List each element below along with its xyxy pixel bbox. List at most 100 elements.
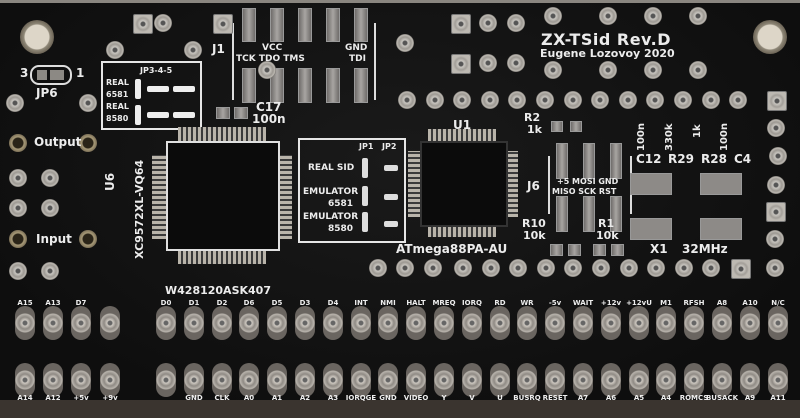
board-title: ZX-TSid Rev.D [541,30,672,49]
u6-part-label: XC9572XL-VQ64 [133,159,146,259]
j1-vcc-label: VCC [262,43,283,53]
r10-value: 10k [523,229,546,242]
j6-pad [583,196,595,232]
edge-pin-label: +5v [73,394,89,402]
edge-connector-pin [378,306,398,340]
mounting-hole-left [20,20,54,54]
board-edge-bottom [0,400,800,418]
j1-pad [242,68,256,103]
edge-connector-pin [768,363,788,397]
edge-connector-pin [212,306,232,340]
through-hole-pad [509,259,527,277]
edge-pin-label: D7 [75,299,87,307]
j1-pad [270,68,284,103]
through-hole-pad [424,259,442,277]
edge-pin-label: IORQGE [345,394,377,402]
jumper-pad [173,86,195,92]
through-hole-pad [599,61,617,79]
edge-pin-label: A4 [660,394,672,402]
board-edge-top [0,0,800,3]
edge-pin-label: +12v [600,299,622,307]
edge-connector-pin [43,306,63,340]
x1-pad [630,218,672,240]
edge-connector-pin [629,306,649,340]
j1-pad [270,8,284,42]
through-hole-pad [675,259,693,277]
through-hole-pad [154,14,172,32]
through-hole-pad [41,262,59,280]
jp1-label: JP1 [359,142,374,151]
edge-pin-label: M1 [660,299,672,307]
through-hole-pad [599,7,617,25]
u6-cpld-chip [166,141,280,251]
real-sid-label: REAL SID [308,163,355,173]
through-hole-pad [454,259,472,277]
pcb-board: 3 1 JP6 Output Input JP3-4-5 REAL 6581 R… [0,3,800,402]
through-hole-pad [426,91,444,109]
through-hole-pad [41,199,59,217]
r2-pad [551,121,563,132]
j1-pad [354,68,368,103]
edge-pin-label: D3 [299,299,311,307]
c17-value: 100n [252,112,286,126]
through-hole-pad [453,91,471,109]
through-hole-pad [689,61,707,79]
edge-pin-label: INT [354,299,368,307]
jp6-label: JP6 [36,86,58,100]
edge-pin-label: A0 [243,394,255,402]
edge-connector-pin [517,363,537,397]
edge-pin-label: D2 [216,299,228,307]
edge-pin-label: BUSRQ [513,394,541,402]
u1-pins-left [408,151,420,217]
edge-connector-pin [295,306,315,340]
edge-pin-label: RFSH [683,299,705,307]
through-hole-pad [258,61,276,79]
edge-connector-pin [351,306,371,340]
square-pad [451,14,471,34]
jumper-pad [384,165,398,171]
edge-connector-pin [378,363,398,397]
real-6581-label-line2: 6581 [106,90,129,99]
r2-label: R2 [524,111,541,124]
edge-connector-pin [267,363,287,397]
edge-pin-label: Y [441,394,447,402]
edge-connector-pin [545,363,565,397]
edge-connector-pin [406,306,426,340]
u1-mcu-chip [420,141,508,227]
edge-pin-label: RD [494,299,506,307]
mounting-hole-right [753,20,787,54]
edge-pin-label: D6 [243,299,255,307]
edge-pin-label: A2 [299,394,311,402]
edge-pin-label: HALT [406,299,426,307]
j1-pad [326,68,340,103]
r1-pad [593,244,606,256]
jp1-jp2-box [298,138,406,243]
through-hole-pad [702,91,720,109]
through-hole-pad [619,91,637,109]
edge-pin-label: A12 [45,394,61,402]
edge-pin-label: IORQ [462,299,482,307]
u6-marking: W428120ASK407 [165,284,271,297]
edge-pin-label: D5 [271,299,283,307]
edge-pin-label: A1 [271,394,283,402]
edge-connector-pin [573,306,593,340]
j1-tdi-label: TDI [349,54,366,64]
jp6-pin1-label: 1 [76,66,85,80]
jumper-pad [362,158,368,178]
input-label: Input [36,232,72,246]
edge-connector-pin [656,363,676,397]
emulator-6581-label-line2: 6581 [328,199,354,209]
through-hole-pad [537,259,555,277]
c12-label: C12 [636,152,662,166]
edge-connector-pin [601,306,621,340]
edge-pin-label: U [497,394,503,402]
j1-pad [298,68,312,103]
j1-gnd-label: GND [345,43,368,53]
through-hole-pad [482,259,500,277]
j6-top-pin-labels: +5 MOSI GND [557,177,619,186]
edge-connector-pin [490,363,510,397]
c17-label: C17 [256,100,282,114]
through-hole-pad [9,169,27,187]
edge-pin-label: A14 [17,394,33,402]
edge-pin-label: V [469,394,475,402]
